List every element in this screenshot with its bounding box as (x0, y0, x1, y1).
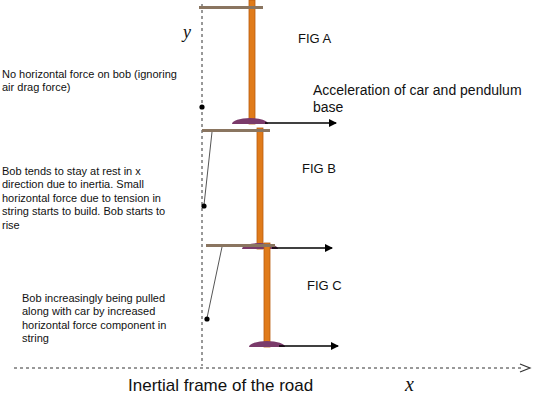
y-axis (202, 4, 203, 366)
x-axis-head (520, 364, 530, 372)
pendulum-b (201, 128, 332, 249)
figure-label: FIG C (307, 278, 377, 294)
pendulum-c (204, 243, 338, 347)
note: No horizontal force on bob (ignoring air… (2, 68, 178, 95)
note: Bob increasingly being pulled along with… (22, 292, 192, 346)
figure-label: FIG B (302, 161, 372, 177)
axis-label: y (183, 22, 199, 44)
note: Bob tends to stay at rest in x direction… (2, 165, 180, 232)
x-axis (14, 368, 524, 369)
axis-label: x (405, 372, 425, 396)
axis-caption: Inertial frame of the road (128, 376, 388, 397)
figure-label: FIG A (298, 31, 368, 47)
arrow-label: Acceleration of car and pendulum base (313, 82, 528, 116)
